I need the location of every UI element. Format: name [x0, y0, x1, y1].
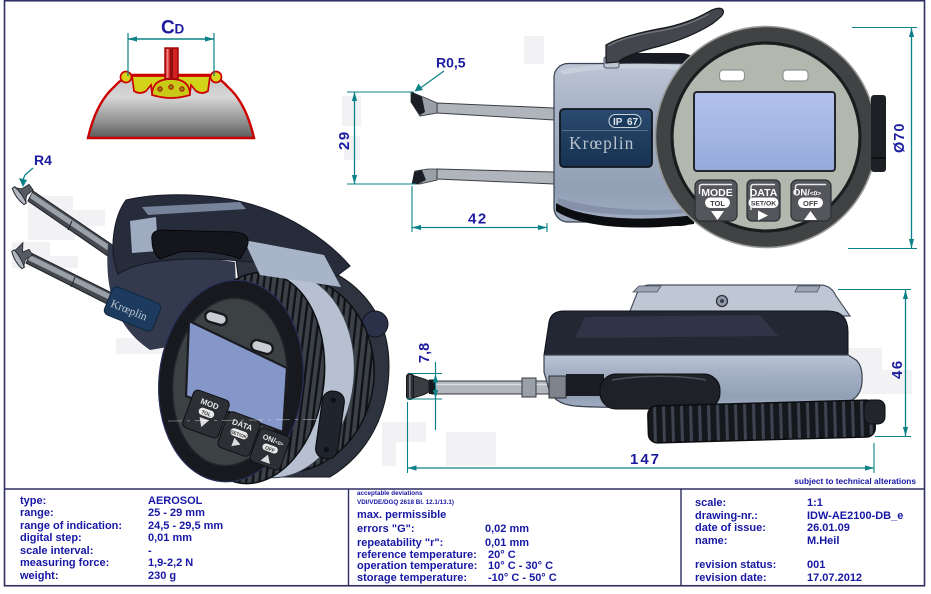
svg-text:OFF: OFF [803, 199, 818, 208]
svg-text:R4: R4 [34, 152, 52, 168]
svg-text:MODE: MODE [701, 187, 733, 199]
svg-text:TOL: TOL [710, 199, 725, 208]
svg-text:DATA: DATA [750, 187, 778, 199]
svg-text:C: C [161, 18, 175, 39]
svg-text:ON/<0>: ON/<0> [793, 188, 821, 199]
svg-text:TOL: TOL [200, 409, 211, 418]
svg-text:46: 46 [889, 359, 906, 379]
svg-text:Ø70: Ø70 [892, 123, 908, 153]
svg-text:OFF: OFF [264, 445, 275, 454]
svg-text:SET/OK: SET/OK [751, 201, 776, 208]
svg-text:IP: IP [613, 117, 623, 128]
svg-text:29: 29 [336, 130, 353, 150]
svg-text:SET/OK: SET/OK [230, 429, 248, 440]
svg-text:Krœplin: Krœplin [569, 133, 634, 153]
svg-text:42: 42 [468, 211, 488, 228]
svg-text:R0,5: R0,5 [436, 55, 466, 71]
svg-text:D: D [175, 22, 185, 37]
svg-text:7,8: 7,8 [417, 343, 433, 363]
svg-text:147: 147 [630, 451, 661, 468]
svg-text:67: 67 [627, 117, 639, 128]
